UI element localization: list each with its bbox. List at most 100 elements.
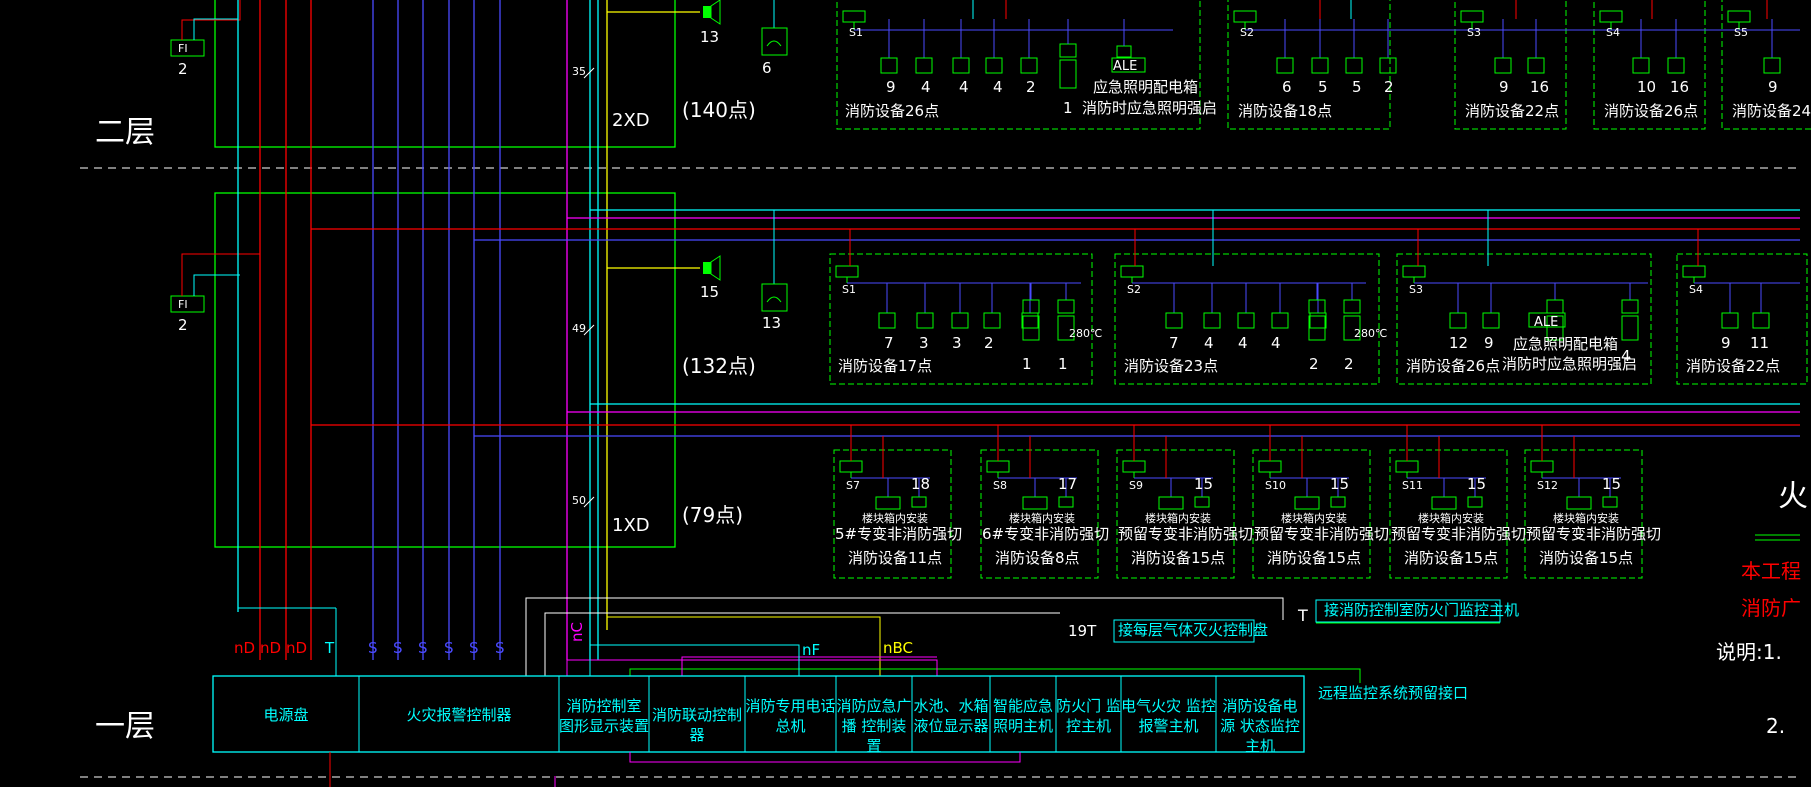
note-glyph: 火 <box>1778 479 1808 514</box>
bus-label-nd: nD <box>286 639 308 657</box>
note-red: 本工程 <box>1741 559 1801 583</box>
device-symbol <box>1194 496 1210 508</box>
control-panel-cell: 消防控制室 图形显示装置 <box>559 697 650 735</box>
device-count: 9 <box>886 78 896 96</box>
note-explain: 说明:1. <box>1716 640 1782 664</box>
device-count: 1 <box>1022 355 1032 373</box>
control-wire <box>566 659 938 676</box>
remote-interface: 远程监控系统预留接口 <box>1318 684 1469 702</box>
device-symbol <box>1057 299 1075 314</box>
cut-box-count: 15 <box>1467 475 1487 493</box>
module-box <box>1676 253 1808 385</box>
device-symbol <box>1527 57 1545 74</box>
cut-box-total: 消防设备8点 <box>995 549 1080 567</box>
ale-text: ALE <box>1113 59 1138 74</box>
broadcast-wire <box>606 616 881 676</box>
control-panel-cell: 消防专用电话 总机 <box>745 697 836 735</box>
riser-name: 1XD <box>612 515 650 536</box>
connection-box <box>1315 599 1501 623</box>
fi-module <box>170 295 205 313</box>
device-count: 4 <box>959 78 969 96</box>
device-symbol <box>1343 315 1361 341</box>
device-symbol <box>1721 312 1739 329</box>
cut-box <box>980 449 1099 579</box>
device-symbol <box>952 57 970 74</box>
bus-label-s: S <box>418 639 428 657</box>
cut-box-total: 消防设备15点 <box>1404 549 1499 567</box>
device-symbols <box>835 0 1800 510</box>
device-symbol <box>1203 312 1221 329</box>
control-panel-dividers <box>358 676 1217 752</box>
control-wire <box>589 644 800 676</box>
cut-box-desc: 预留专变非消防强切 <box>1118 525 1254 543</box>
speaker-count: 13 <box>700 28 720 46</box>
device-symbol <box>839 460 863 473</box>
device-count: 2 <box>984 334 994 352</box>
device-symbol <box>1528 312 1566 328</box>
note-item: 2. <box>1766 714 1786 738</box>
device-symbol <box>1057 315 1075 341</box>
device-symbol <box>1309 312 1327 329</box>
device-symbol <box>1237 312 1255 329</box>
gas-connection: 接每层气体灭火控制盘 <box>1118 621 1269 639</box>
cut-box-total: 消防设备15点 <box>1131 549 1226 567</box>
module-total: 消防设备26点 <box>1604 102 1699 120</box>
module-total: 消防设备24 <box>1732 102 1811 120</box>
device-count: 6 <box>1282 78 1292 96</box>
riser-tick <box>583 67 595 79</box>
riser-tick <box>583 324 595 336</box>
device-symbol <box>1330 496 1346 508</box>
control-panel-cell: 消防应急广播 控制装置 <box>836 697 912 755</box>
fi-label: FI <box>178 42 188 55</box>
bus-label-s: S <box>368 639 378 657</box>
device-symbol <box>1271 312 1289 329</box>
control-wire <box>681 656 937 676</box>
bus-label-s: S <box>444 639 454 657</box>
temp-label: 280℃ <box>1069 327 1103 340</box>
riser-mark: 49 <box>572 322 586 335</box>
module-id: S4 <box>1606 26 1620 39</box>
device-symbol <box>1311 57 1329 74</box>
control-panel-cell: 电源盘 <box>263 706 309 724</box>
control-panel-cell: 消防设备电源 状态监控主机 <box>1220 697 1300 755</box>
module-id: S4 <box>1689 283 1703 296</box>
wire <box>629 752 1021 763</box>
cut-box-count: 15 <box>1194 475 1214 493</box>
module-id: S2 <box>1240 26 1254 39</box>
device-symbol <box>1345 57 1363 74</box>
phone-symbol <box>761 0 788 56</box>
fire-door-connection: 接消防控制室防火门监控主机 <box>1324 601 1520 619</box>
riser-mark: 35 <box>572 65 586 78</box>
device-symbol <box>1602 496 1618 508</box>
phone-symbol <box>761 210 788 312</box>
device-count: 5 <box>1352 78 1362 96</box>
device-symbol <box>1667 57 1685 74</box>
cut-box <box>833 449 952 579</box>
module-box <box>836 0 1201 130</box>
module-total: 消防设备22点 <box>1686 357 1781 375</box>
module-total: 消防设备26点 <box>845 102 940 120</box>
cut-box-note: 楼块箱内安装 <box>1418 512 1484 525</box>
cut-box-id: S10 <box>1265 479 1286 492</box>
device-count: 4 <box>1204 334 1214 352</box>
device-symbol <box>1621 299 1639 314</box>
phone-count: 6 <box>762 59 772 77</box>
device-symbol <box>1621 315 1639 341</box>
device-symbol <box>1059 43 1077 58</box>
cut-box-total: 消防设备15点 <box>1539 549 1634 567</box>
fi-wire <box>181 0 241 40</box>
module-box <box>1114 253 1380 385</box>
cut-box-count: 17 <box>1058 475 1078 493</box>
device-count: 11 <box>1750 334 1770 352</box>
device-symbol <box>1165 312 1183 329</box>
riser-name: 2XD <box>612 110 650 131</box>
device-symbol <box>1122 460 1146 473</box>
device-symbol <box>1022 315 1040 341</box>
device-symbol <box>1308 299 1326 314</box>
control-panel-cell: 水池、水箱 液位显示器 <box>913 697 989 735</box>
bus-label-nf: nF <box>802 641 821 659</box>
control-panel-cell: 智能应急 照明主机 <box>992 697 1053 735</box>
device-count: 12 <box>1449 334 1469 352</box>
device-count: 5 <box>1318 78 1328 96</box>
fi-count: 2 <box>178 316 188 334</box>
